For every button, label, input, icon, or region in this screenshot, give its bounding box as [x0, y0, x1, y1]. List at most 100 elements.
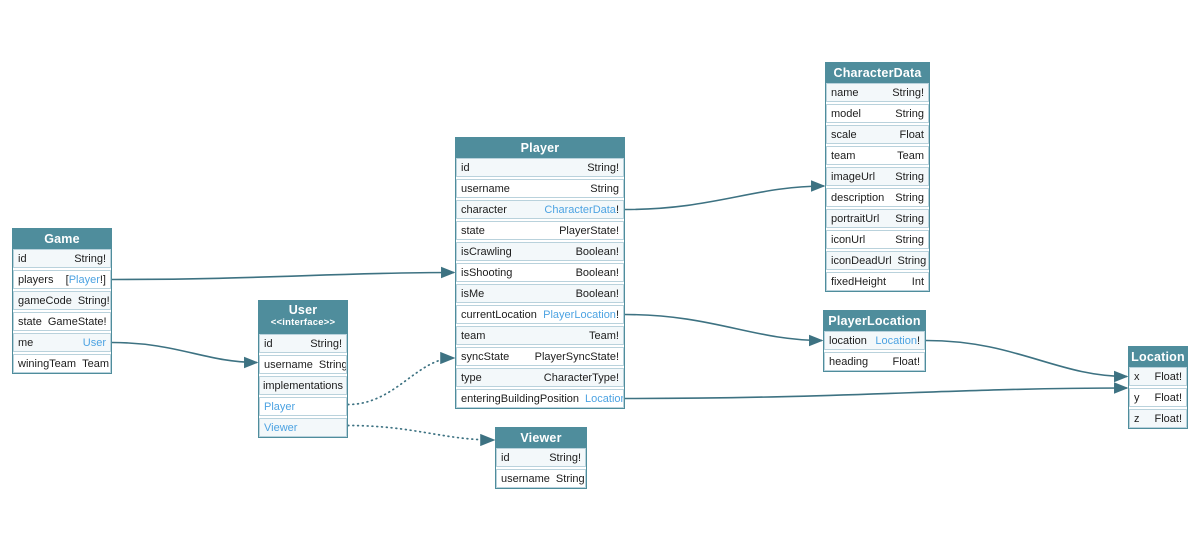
- field-type-text: CharacterType!: [543, 371, 619, 384]
- field-name: isShooting: [461, 266, 513, 279]
- field-type: String: [895, 171, 924, 183]
- field-name: portraitUrl: [831, 212, 880, 225]
- field-type: String: [895, 234, 924, 246]
- field-name: model: [831, 107, 861, 120]
- type-table-header-characterdata[interactable]: CharacterData: [826, 63, 929, 83]
- field-name: currentLocation: [461, 308, 537, 321]
- field-type-text: String: [555, 472, 585, 485]
- field-type: String: [895, 108, 924, 120]
- edge-player-character-to-characterdata: [624, 180, 826, 211]
- field-row-characterdata-iconurl[interactable]: iconUrl String: [826, 230, 929, 249]
- field-name: id: [461, 161, 470, 174]
- field-name: iconDeadUrl: [831, 254, 892, 267]
- field-name: isMe: [461, 287, 485, 300]
- field-name: winingTeam: [18, 357, 77, 370]
- field-type: Float!: [892, 356, 920, 368]
- type-link[interactable]: Viewer: [264, 421, 298, 434]
- field-type: String!: [549, 452, 581, 464]
- type-link[interactable]: PlayerLocation: [543, 308, 616, 321]
- field-type: Float!: [1154, 413, 1182, 425]
- type-table-header-game[interactable]: Game: [13, 229, 111, 249]
- field-type: [Player!]: [66, 274, 106, 286]
- field-type-text: PlayerState!: [559, 224, 619, 237]
- field-row-player-isme[interactable]: isMe Boolean!: [456, 284, 624, 303]
- type-table-header-location[interactable]: Location: [1129, 347, 1187, 367]
- field-row-player-username[interactable]: username String: [456, 179, 624, 198]
- field-type-text: String!: [77, 294, 110, 307]
- field-type: String: [556, 473, 585, 485]
- field-type: String!: [78, 295, 110, 307]
- field-name: syncState: [461, 350, 510, 363]
- field-name: iconUrl: [831, 233, 866, 246]
- type-link[interactable]: Location: [875, 334, 917, 347]
- field-name: isCrawling: [461, 245, 512, 258]
- type-table-header-playerlocation[interactable]: PlayerLocation: [824, 311, 925, 331]
- field-type-suffix: !: [615, 203, 619, 216]
- type-table-header-viewer[interactable]: Viewer: [496, 428, 586, 448]
- field-type-text: String!: [310, 337, 342, 350]
- field-type-text: String: [318, 358, 347, 371]
- field-row-location-z[interactable]: z Float!: [1129, 409, 1187, 428]
- implementation-link-row-player[interactable]: Player: [259, 397, 347, 416]
- type-table-header-player[interactable]: Player: [456, 138, 624, 158]
- field-row-game-players[interactable]: players[Player!]: [13, 270, 111, 289]
- field-type-suffix: !: [916, 334, 920, 347]
- implementation-link-row-viewer[interactable]: Viewer: [259, 418, 347, 437]
- field-type: Boolean!: [576, 288, 619, 300]
- field-type-text: Float!: [892, 355, 920, 368]
- type-link[interactable]: Player: [68, 273, 100, 286]
- field-name: z: [1134, 412, 1140, 425]
- type-link[interactable]: User: [82, 336, 106, 349]
- field-type-text: Float!: [1154, 391, 1182, 404]
- type-link[interactable]: CharacterData: [544, 203, 616, 216]
- field-type: String: [895, 213, 924, 225]
- implementations-label-row[interactable]: implementations: [259, 376, 347, 395]
- field-row-characterdata-model[interactable]: model String: [826, 104, 929, 123]
- field-type-text: String: [590, 182, 619, 195]
- type-link[interactable]: Location: [585, 392, 624, 405]
- type-table-header-user[interactable]: User<<interface>>: [259, 301, 347, 334]
- field-type-text: Float: [899, 128, 924, 141]
- type-link[interactable]: Player: [264, 400, 296, 413]
- field-name: description: [831, 191, 885, 204]
- field-row-characterdata-portraiturl[interactable]: portraitUrl String: [826, 209, 929, 228]
- field-name: username: [461, 182, 510, 195]
- field-type-text: String: [895, 107, 924, 120]
- field-name: name: [831, 86, 859, 99]
- field-name: x: [1134, 370, 1140, 383]
